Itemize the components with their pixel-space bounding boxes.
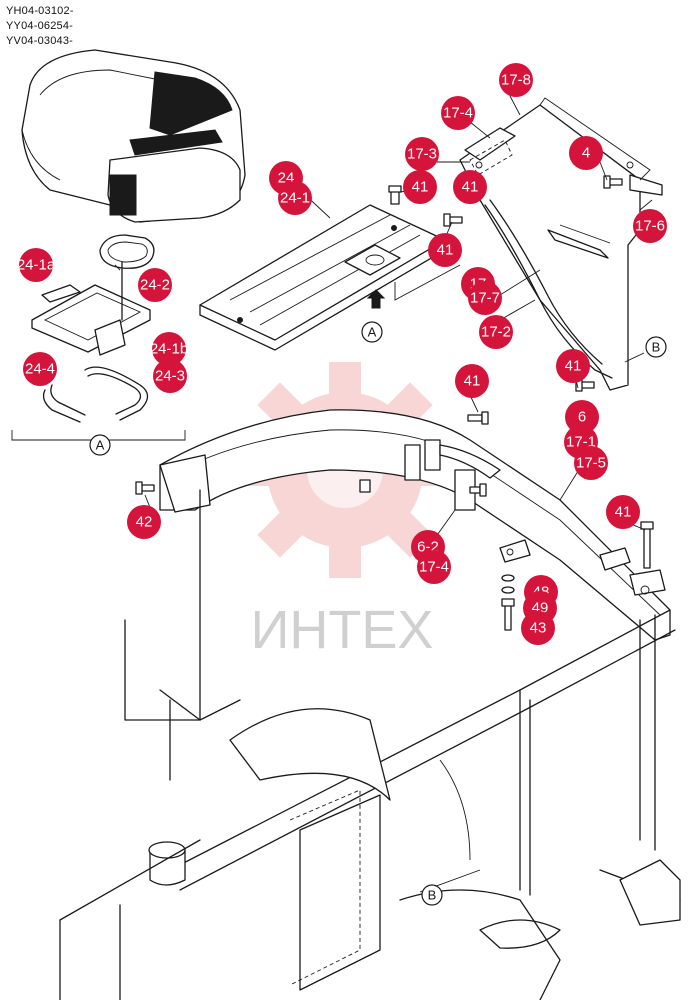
reference-circle [361, 321, 383, 343]
panel-24 [199, 204, 461, 351]
callout-badge [455, 364, 489, 398]
callout-label: 17-3 [407, 146, 437, 163]
callout-badge [127, 505, 161, 539]
callout-label: 41 [565, 358, 582, 375]
watermark-text: ИНТЕХ [251, 600, 434, 660]
callout-badge [606, 495, 640, 529]
callout-24-3: 24-3 [153, 359, 187, 393]
callout-6: 6 [565, 400, 599, 434]
callout-label: 24-3 [155, 368, 185, 385]
callout-badge [569, 136, 603, 170]
callout-24-4: 24-4 [23, 352, 57, 386]
callout-label: 17-7 [470, 290, 500, 307]
callout-badge [19, 248, 53, 282]
serial-number: YV04-03043- [6, 35, 74, 47]
callout-41: 41 [403, 170, 437, 204]
callout-17-8: 17-8 [499, 63, 533, 97]
serial-number: YH04-03102- [6, 5, 74, 17]
callout-17-7: 17-7 [468, 281, 502, 315]
callout-24-2: 24-2 [138, 268, 172, 302]
callout-badge [405, 137, 439, 171]
callout-badge [565, 400, 599, 434]
callout-label: 17-6 [635, 218, 665, 235]
callout-badge [23, 352, 57, 386]
callout-badge [417, 550, 451, 584]
bolts [135, 175, 654, 631]
callout-label: 41 [437, 242, 454, 259]
serial-number: YY04-06254- [6, 20, 74, 32]
reference-circle [89, 434, 111, 456]
bracket-17 [459, 97, 663, 391]
reference-letter: A [368, 325, 377, 340]
callout-17-4: 17-4 [441, 96, 475, 130]
reference-circle [421, 884, 443, 906]
reference-letter: B [428, 888, 437, 903]
callout-17-5: 17-5 [574, 446, 608, 480]
reference-a: A [361, 321, 383, 343]
callout-badge [556, 349, 590, 383]
main-frame [159, 409, 671, 641]
callout-label: 24-1b [150, 341, 188, 358]
callout-badge [138, 268, 172, 302]
callout-label: 24-1a [17, 257, 56, 274]
callout-badge [499, 63, 533, 97]
callout-41: 41 [453, 170, 487, 204]
lower-chassis [59, 489, 681, 1000]
callout-label: 4 [582, 145, 590, 162]
callout-label: 24-2 [140, 277, 170, 294]
callout-41: 41 [606, 495, 640, 529]
callout-badge [441, 96, 475, 130]
reference-a: A [89, 434, 111, 456]
callout-43: 43 [521, 611, 555, 645]
callout-label: 6 [578, 409, 586, 426]
reference-letter: A [96, 438, 105, 453]
callout-label: 41 [412, 179, 429, 196]
callout-label: 41 [462, 179, 479, 196]
reference-b: B [645, 336, 667, 358]
canopy-overview [21, 49, 246, 223]
callout-label: 17-2 [481, 324, 511, 341]
callout-24-1b: 24-1b [150, 332, 188, 366]
callout-17-4: 17-4 [417, 550, 451, 584]
callout-label: 43 [530, 620, 547, 637]
callout-label: 42 [136, 514, 153, 531]
callout-badge [633, 209, 667, 243]
callout-badge [479, 315, 513, 349]
callout-badge [403, 170, 437, 204]
callout-label: 41 [464, 373, 481, 390]
reference-letter: B [652, 340, 661, 355]
reference-b: B [421, 884, 443, 906]
callout-markers: 17-8 17-4 17-3 42 4 24-1 41 41 17-6 24-1a 24-2 41 17… [17, 63, 667, 645]
callout-badge [468, 281, 502, 315]
callout-badge [574, 446, 608, 480]
callout-badge [153, 359, 187, 393]
callout-label: 17-4 [443, 105, 473, 122]
callout-41: 41 [428, 233, 462, 267]
callout-17-3: 17-3 [405, 137, 439, 171]
callout-42: 42 [127, 505, 161, 539]
callout-4: 4 [569, 136, 603, 170]
callout-41: 41 [455, 364, 489, 398]
callout-badge [278, 181, 312, 215]
callout-label: 17-8 [501, 72, 531, 89]
callout-badge [152, 332, 186, 366]
callout-badge [428, 233, 462, 267]
serial-number-list: YH04-03102- YY04-06254- YV04-03043- [6, 4, 74, 49]
callout-24-1a: 24-1a [17, 248, 56, 282]
callout-label: 24-1 [280, 190, 310, 207]
callout-label: 41 [615, 504, 632, 521]
callout-label: 17-4 [419, 559, 449, 576]
callout-label: 24-4 [25, 361, 55, 378]
grommet-detail-a [11, 234, 186, 441]
reference-circle [645, 336, 667, 358]
reference-markers: A A B B [89, 321, 667, 906]
callout-badge [453, 170, 487, 204]
callout-24-1: 24-1 [278, 181, 312, 215]
callout-17-6: 17-6 [633, 209, 667, 243]
callout-41: 41 [556, 349, 590, 383]
callout-17-2: 17-2 [479, 315, 513, 349]
callout-badge [521, 611, 555, 645]
callout-label: 17-5 [576, 455, 606, 472]
